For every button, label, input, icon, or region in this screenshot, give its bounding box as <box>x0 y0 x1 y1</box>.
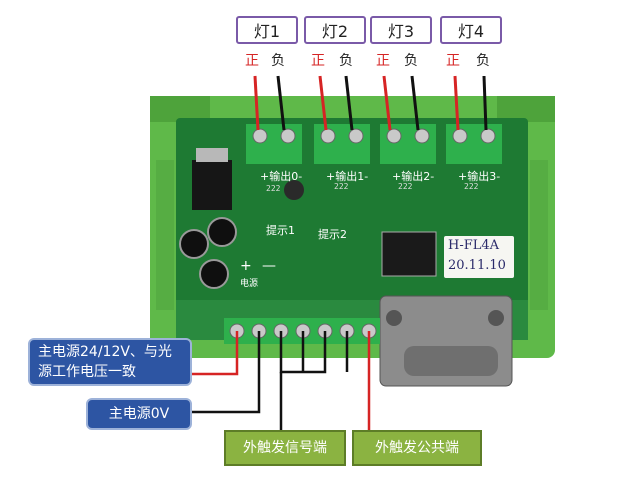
sticker-model: H-FL4A <box>448 238 500 253</box>
lamp-2-positive-label: 正 <box>311 53 325 69</box>
lamp4-positive-wire <box>453 75 460 131</box>
lamp3-positive-wire <box>382 75 392 131</box>
hint-1-silkscreen: 提示1 <box>266 224 295 237</box>
main-power-callout: 主电源24/12V、与光源工作电压一致 <box>28 338 192 386</box>
output-terminal-block-0 <box>246 124 302 164</box>
smd-chip-code-3: 222 <box>398 182 413 191</box>
minus-sign-silkscreen: — <box>262 258 276 274</box>
lamp1-negative-wire <box>276 75 286 131</box>
db9-connector-shell <box>404 346 498 376</box>
db9-screw-right <box>488 310 504 326</box>
output-0-silkscreen: +输出0- <box>260 170 303 183</box>
plus-sign-silkscreen: + <box>240 258 252 274</box>
output-3-silkscreen: +输出3- <box>458 170 501 183</box>
model-sticker: H-FL4A 20.11.10 <box>444 236 514 278</box>
mcu-chip <box>381 231 437 277</box>
lamp-1-label: 灯1 <box>236 16 298 44</box>
hint-2-silkscreen: 提示2 <box>318 228 347 241</box>
power-silkscreen: 电源 <box>240 279 259 289</box>
lamp3-negative-wire <box>410 75 420 131</box>
lamp-2-negative-label: 负 <box>339 53 353 69</box>
main-power-0v-leader <box>192 331 261 414</box>
output-terminal-block-2 <box>380 124 436 164</box>
enclosure-left-clip <box>150 96 210 122</box>
smd-chip-code-2: 222 <box>334 182 349 191</box>
main-power-0v-callout: 主电源0V <box>86 398 192 430</box>
lamp-1-negative-label: 负 <box>271 53 285 69</box>
enclosure-rib-right <box>530 160 548 310</box>
lamp-3-label: 灯3 <box>370 16 432 44</box>
lamp-3-positive-label: 正 <box>376 53 390 69</box>
smd-chip-code-4: 222 <box>464 182 479 191</box>
lamp-3-negative-label: 负 <box>404 53 418 69</box>
lamp-4-negative-label: 负 <box>476 53 490 69</box>
trigger-common-callout: 外触发公共端 <box>352 430 482 466</box>
lamp-1-positive-label: 正 <box>245 53 259 69</box>
regulator-tab <box>196 148 228 162</box>
trigger-signal-callout: 外触发信号端 <box>224 430 346 466</box>
inductor <box>284 180 304 200</box>
db9-screw-left <box>386 310 402 326</box>
lamp1-positive-wire <box>253 75 260 131</box>
enclosure-rib-left <box>156 160 174 310</box>
capacitor-2 <box>179 229 209 259</box>
lamp-2-label: 灯2 <box>304 16 366 44</box>
pcb <box>176 118 528 318</box>
lamp-4-positive-label: 正 <box>446 53 460 69</box>
output-1-silkscreen: +输出1- <box>326 170 369 183</box>
lamp-4-label: 灯4 <box>440 16 502 44</box>
main-power-leader <box>192 331 239 376</box>
sticker-date: 20.11.10 <box>448 258 506 273</box>
output-terminal-block-1 <box>314 124 370 164</box>
output-2-silkscreen: +输出2- <box>392 170 435 183</box>
enclosure-right-clip <box>497 96 555 122</box>
lamp2-negative-wire <box>344 75 354 131</box>
lamp4-negative-wire <box>482 75 488 131</box>
capacitor-3 <box>199 259 229 289</box>
output-terminal-block-3 <box>446 124 502 164</box>
capacitor-1 <box>207 217 237 247</box>
smd-chip-code-1: 222 <box>266 184 281 193</box>
lamp2-positive-wire <box>318 75 328 131</box>
voltage-regulator <box>192 160 232 210</box>
